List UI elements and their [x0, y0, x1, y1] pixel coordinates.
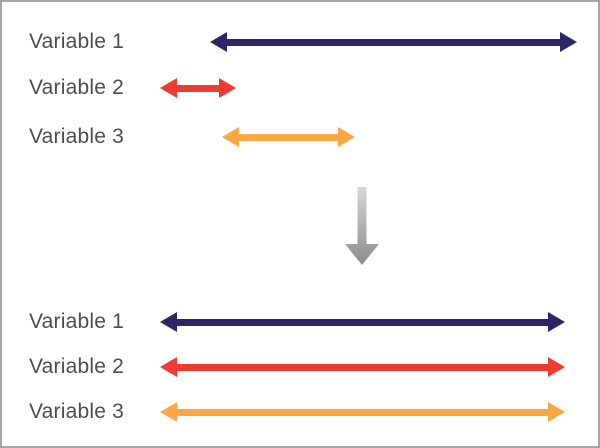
after-variable-3-range-arrow	[160, 402, 565, 422]
arrow-shaft	[174, 84, 222, 92]
arrow-shaft	[236, 133, 341, 141]
after-variable-3-label: Variable 3	[29, 400, 125, 423]
before-variable-3-label: Variable 3	[29, 125, 125, 148]
before-variable-1-range-arrow	[210, 32, 577, 52]
after-variable-2-range-arrow	[160, 357, 565, 377]
after-variable-1-range-arrow	[160, 312, 565, 332]
before-variable-3-range-arrow	[222, 127, 355, 147]
after-variable-2-label: Variable 2	[29, 355, 125, 378]
before-variable-2-range-arrow	[160, 78, 236, 98]
arrow-shaft	[174, 318, 551, 326]
before-variable-2-label: Variable 2	[29, 76, 125, 99]
arrow-shaft	[174, 363, 551, 371]
arrow-shaft	[174, 408, 551, 416]
before-variable-1-label: Variable 1	[29, 30, 125, 53]
after-variable-1-label: Variable 1	[29, 310, 125, 333]
arrow-shaft	[224, 38, 563, 46]
transform-down-arrow-icon	[345, 187, 379, 265]
